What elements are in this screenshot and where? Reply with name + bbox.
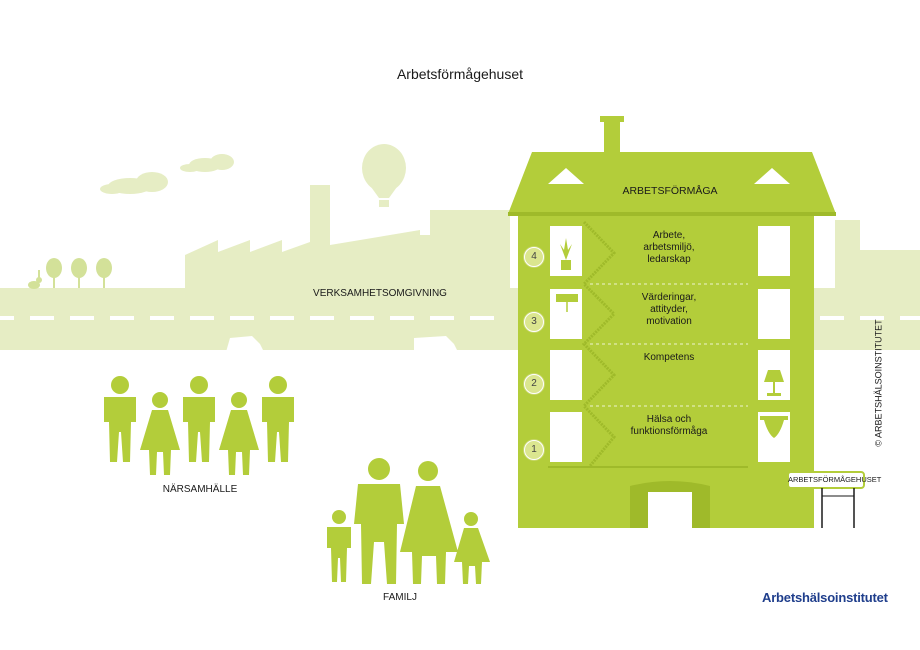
person-icon bbox=[104, 376, 136, 462]
window bbox=[550, 350, 582, 400]
lamp-icon bbox=[764, 370, 784, 396]
logo-text: Arbetshälsoinstitutet bbox=[762, 590, 888, 605]
floor-2-number: 2 bbox=[524, 374, 544, 394]
sign-board bbox=[787, 471, 865, 528]
floor-3-number: 3 bbox=[524, 312, 544, 332]
car-icon bbox=[226, 336, 264, 356]
roof-label: ARBETSFÖRMÅGA bbox=[622, 185, 718, 197]
community-group bbox=[104, 376, 294, 475]
plant-icon bbox=[560, 238, 572, 270]
person-icon bbox=[183, 376, 215, 462]
window bbox=[550, 412, 582, 462]
curtain-icon bbox=[760, 416, 788, 438]
person-icon bbox=[454, 512, 490, 584]
person-icon bbox=[354, 458, 404, 584]
person-icon bbox=[262, 376, 294, 462]
family-label: FAMILJ bbox=[383, 592, 417, 603]
person-icon bbox=[327, 510, 351, 582]
floor-1-number: 1 bbox=[524, 440, 544, 460]
person-icon bbox=[140, 392, 180, 475]
person-icon bbox=[219, 392, 259, 475]
window bbox=[758, 226, 790, 276]
floor-4-label: Arbete,arbetsmiljö,ledarskap bbox=[643, 230, 695, 265]
family-group bbox=[327, 458, 490, 584]
chimney bbox=[604, 118, 620, 156]
sign-label: ARBETSFÖRMÅGEHUSET bbox=[788, 475, 882, 484]
window bbox=[758, 289, 790, 339]
rabbit-icon bbox=[28, 270, 42, 289]
floor-4-number: 4 bbox=[524, 247, 544, 267]
environment-label: VERKSAMHETSOMGIVNING bbox=[313, 288, 447, 299]
picture-icon bbox=[556, 294, 578, 312]
copyright-text: © ARBETSHÄLSOINSTITUTET bbox=[873, 319, 884, 447]
van-icon bbox=[414, 336, 458, 356]
floor-3-label: Värderingar,attityder,motivation bbox=[641, 292, 697, 327]
person-icon bbox=[400, 461, 458, 584]
floor-2-label: Kompetens bbox=[643, 352, 695, 363]
page-title: Arbetsförmågehuset bbox=[396, 66, 524, 82]
house-roof bbox=[508, 152, 836, 214]
community-label: NÄRSAMHÄLLE bbox=[162, 484, 238, 495]
road-markings bbox=[0, 316, 920, 320]
balloon-icon bbox=[362, 144, 406, 207]
cloud-icon bbox=[100, 154, 234, 194]
house bbox=[508, 116, 836, 528]
tree-icon bbox=[46, 258, 112, 288]
